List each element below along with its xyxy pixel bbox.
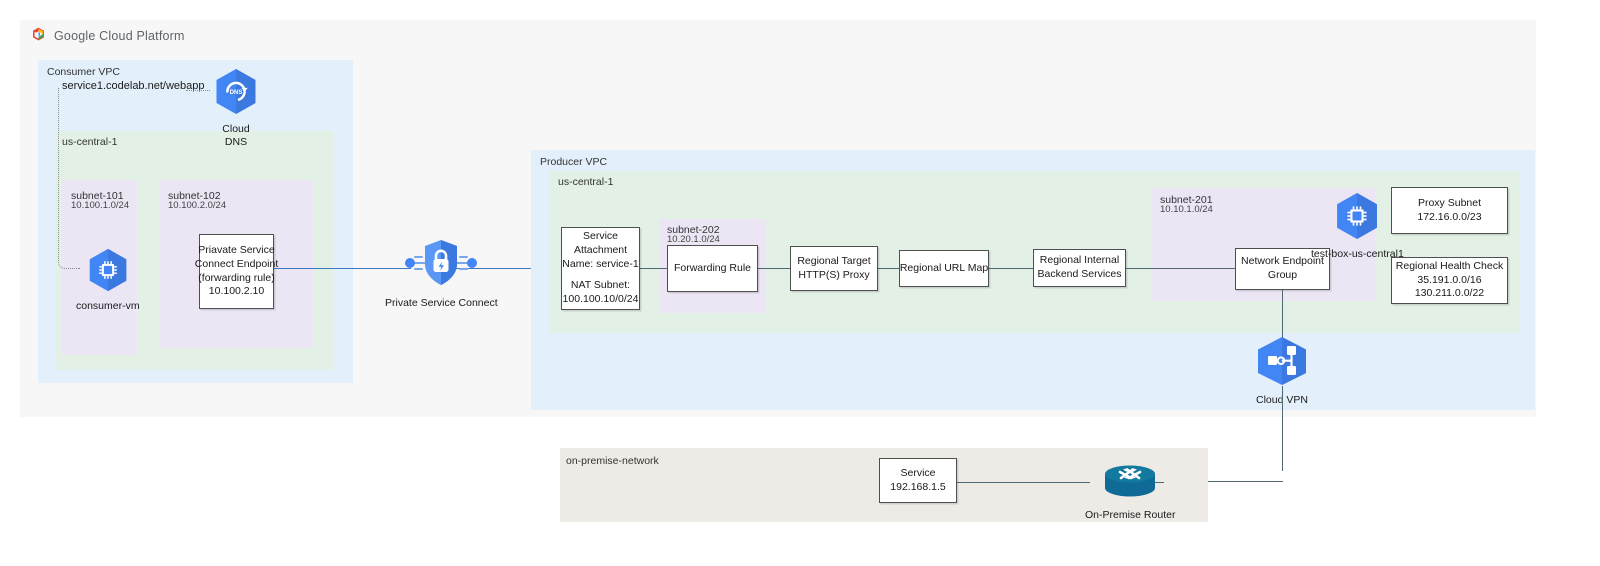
sa-line5: 100.100.10/0/24: [562, 293, 639, 306]
proxy-subnet-box[interactable]: Proxy Subnet 172.16.0.0/23: [1391, 187, 1508, 234]
backend-line1: Regional Internal: [1039, 254, 1120, 267]
subnet-202-cidr: 10.20.1.0/24: [667, 234, 720, 245]
proxy-line1: Regional Target: [797, 254, 871, 267]
google-cloud-logo-icon: [30, 27, 47, 44]
consumer-vm-label: consumer-vm: [76, 300, 140, 312]
psc-endpoint-line1: Priavate Service: [198, 243, 275, 256]
link-vpn-down: [1282, 386, 1283, 471]
link-neg-to-vpn: [1282, 290, 1283, 338]
onprem-service-line1: Service: [900, 466, 936, 479]
psc-endpoint-line4: 10.100.2.10: [208, 285, 265, 298]
target-http-proxy-box[interactable]: Regional Target HTTP(S) Proxy: [790, 246, 878, 291]
link-proxy-to-urlmap: [877, 268, 901, 269]
health-check-line3: 130.211.0.0/22: [1414, 287, 1485, 300]
health-check-line2: 35.191.0.0/16: [1417, 273, 1482, 286]
subnet-101-cidr: 10.100.1.0/24: [71, 200, 130, 211]
dns-path-to-dns-icon: [186, 90, 210, 91]
sa-line2: Attachment: [573, 243, 628, 256]
network-endpoint-group-box[interactable]: Network Endpoint Group: [1235, 248, 1330, 290]
forwarding-rule-box[interactable]: Forwarding Rule: [667, 245, 758, 292]
health-check-line1: Regional Health Check: [1395, 259, 1504, 272]
test-box-label: test-box-us-central1: [1311, 248, 1404, 260]
proxy-subnet-line1: Proxy Subnet: [1417, 196, 1482, 209]
dns-url-label: service1.codelab.net/webapp: [62, 80, 205, 92]
subnet-201-name: subnet-201: [1160, 194, 1213, 206]
on-premise-router-node[interactable]: On-Premise Router: [1085, 462, 1175, 521]
link-sa-to-fr: [639, 268, 667, 269]
sa-line4: NAT Subnet:: [570, 279, 631, 292]
psc-endpoint-box[interactable]: Priavate Service Connect Endpoint (forwa…: [195, 234, 278, 309]
subnet-202-name: subnet-202: [667, 224, 720, 236]
compute-vm-icon: [1335, 192, 1379, 245]
fr-line1: Forwarding Rule: [673, 261, 752, 274]
branding: Google Cloud Platform: [30, 27, 185, 44]
dns-path-from-vm: [58, 88, 80, 269]
subnet-201-cidr: 10.10.1.0/24: [1160, 204, 1213, 215]
on-premise-network-label: on-premise-network: [566, 455, 659, 467]
urlmap-line1: Regional URL Map: [899, 261, 989, 274]
private-service-connect-label: Private Service Connect: [385, 297, 498, 309]
link-service-to-router: [957, 482, 1090, 483]
psc-endpoint-line2: Connect Endpoint: [194, 257, 279, 270]
cloud-vpn-label: Cloud VPN: [1256, 394, 1308, 406]
private-service-connect-node[interactable]: Private Service Connect: [385, 238, 498, 309]
url-map-box[interactable]: Regional URL Map: [899, 250, 989, 287]
link-backend-to-neg: [1125, 268, 1236, 269]
health-check-box[interactable]: Regional Health Check 35.191.0.0/16 130.…: [1391, 257, 1508, 304]
cloud-vpn-node[interactable]: Cloud VPN: [1256, 336, 1308, 407]
subnet-102-cidr: 10.100.2.0/24: [168, 200, 227, 211]
psc-link-right: [452, 268, 560, 269]
on-premise-router-label: On-Premise Router: [1085, 509, 1176, 521]
brand-title: Google Cloud Platform: [54, 28, 185, 43]
backend-line2: Backend Services: [1037, 268, 1122, 280]
test-box-node[interactable]: test-box-us-central1: [1311, 192, 1404, 261]
cloud-dns-icon: DNS: [215, 68, 257, 120]
neg-line1: Network Endpoint: [1241, 255, 1324, 268]
service-attachment-box[interactable]: Service Attachment Name: service-1 NAT S…: [561, 227, 640, 310]
psc-link-left: [274, 268, 411, 269]
link-urlmap-to-backend: [988, 268, 1033, 269]
subnet-101-name: subnet-101: [71, 190, 124, 202]
link-fr-to-proxy: [758, 268, 791, 269]
onprem-service-line2: 192.168.1.5: [890, 480, 946, 493]
proxy-line2: HTTP(S) Proxy: [798, 268, 870, 281]
psc-endpoint-line3: (forwarding rule): [198, 271, 275, 284]
sa-line1: Service: [582, 230, 618, 242]
on-premise-service-box[interactable]: Service 192.168.1.5: [879, 458, 957, 503]
compute-vm-icon: [88, 248, 128, 297]
producer-vpc-label: Producer VPC: [540, 156, 608, 168]
proxy-subnet-line2: 172.16.0.0/23: [1417, 210, 1482, 223]
neg-line2: Group: [1267, 269, 1298, 281]
svg-text:DNS: DNS: [230, 90, 243, 96]
subnet-102-name: subnet-102: [168, 190, 221, 202]
private-service-connect-icon: [395, 238, 487, 293]
cloud-vpn-icon: [1256, 336, 1308, 391]
router-icon: [1101, 462, 1159, 505]
consumer-vpc-label: Consumer VPC: [47, 66, 120, 78]
producer-region-label: us-central-1: [558, 176, 614, 188]
backend-services-box[interactable]: Regional Internal Backend Services: [1033, 249, 1126, 287]
sa-line3: Name: service-1: [562, 257, 639, 270]
consumer-region-label: us-central-1: [62, 136, 118, 148]
consumer-vm-node[interactable]: consumer-vm: [76, 248, 140, 313]
